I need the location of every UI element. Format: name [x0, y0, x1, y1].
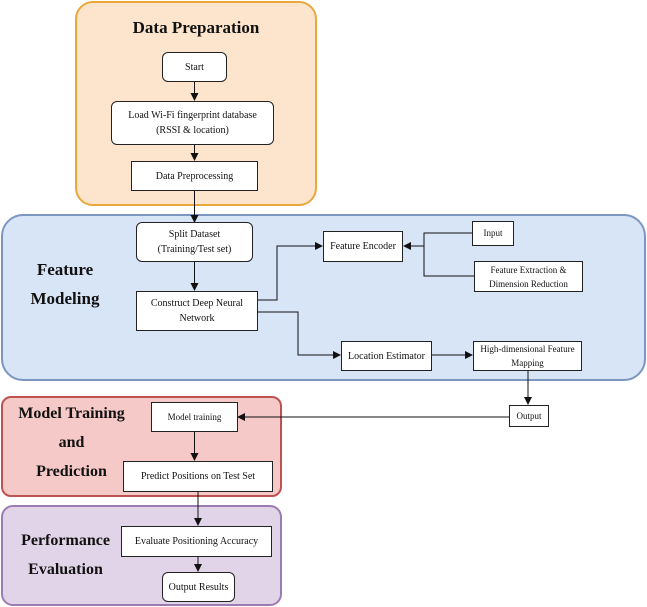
split-dataset-line2: (Training/Test set) — [157, 244, 232, 255]
input-node: Input — [472, 221, 514, 246]
model-training-title-line3: Prediction — [36, 463, 107, 480]
construct-dnn-line2: Network — [179, 313, 215, 324]
data-preprocessing-node: Data Preprocessing — [131, 161, 258, 191]
hd-feature-mapping-node: High-dimensional Feature Mapping — [473, 341, 582, 371]
load-database-node: Load Wi-Fi fingerprint database (RSSI & … — [111, 101, 274, 145]
edge-input-to-encoder — [403, 232, 472, 250]
feature-modeling-title-line2: Modeling — [30, 289, 100, 308]
split-dataset-node: Split Dataset (Training/Test set) — [136, 222, 253, 262]
load-database-line2: (RSSI & location) — [156, 125, 229, 136]
location-estimator-node: Location Estimator — [341, 341, 432, 371]
feature-modeling-title-line1: Feature — [36, 260, 94, 279]
feature-encoder-node: Feature Encoder — [323, 231, 403, 262]
split-dataset-line1: Split Dataset — [168, 229, 221, 240]
hd-feature-mapping-line1: High-dimensional Feature — [480, 344, 575, 354]
construct-dnn-node: Construct Deep Neural Network — [136, 291, 258, 331]
predict-positions-node: Predict Positions on Test Set — [123, 461, 273, 492]
performance-evaluation-title: Performance Evaluation — [8, 526, 123, 584]
edge-construct-to-encoder — [258, 242, 323, 301]
edge-extraction-to-encoder — [423, 246, 474, 277]
feature-modeling-title: Feature Modeling — [10, 255, 120, 313]
output-node: Output — [509, 405, 549, 427]
model-training-title-line1: Model Training — [18, 405, 125, 422]
model-training-title-line2: and — [58, 434, 85, 451]
edge-construct-to-estimator — [258, 311, 341, 359]
model-training-title: Model Training and Prediction — [5, 399, 138, 486]
model-training-node: Model training — [151, 402, 238, 432]
feature-extraction-line2: Dimension Reduction — [489, 278, 568, 289]
hd-feature-mapping-line2: Mapping — [511, 358, 544, 368]
data-preparation-title: Data Preparation — [132, 18, 260, 37]
start-node: Start — [162, 52, 227, 82]
construct-dnn-line1: Construct Deep Neural — [150, 298, 244, 309]
feature-extraction-node: Feature Extraction & Dimension Reduction — [474, 261, 583, 292]
feature-extraction-line1: Feature Extraction & — [490, 264, 567, 275]
load-database-line1: Load Wi-Fi fingerprint database — [128, 110, 257, 121]
output-results-node: Output Results — [162, 572, 235, 602]
evaluate-accuracy-node: Evaluate Positioning Accuracy — [121, 526, 272, 557]
performance-evaluation-title-line2: Evaluation — [28, 561, 103, 578]
performance-evaluation-title-line1: Performance — [21, 532, 110, 549]
